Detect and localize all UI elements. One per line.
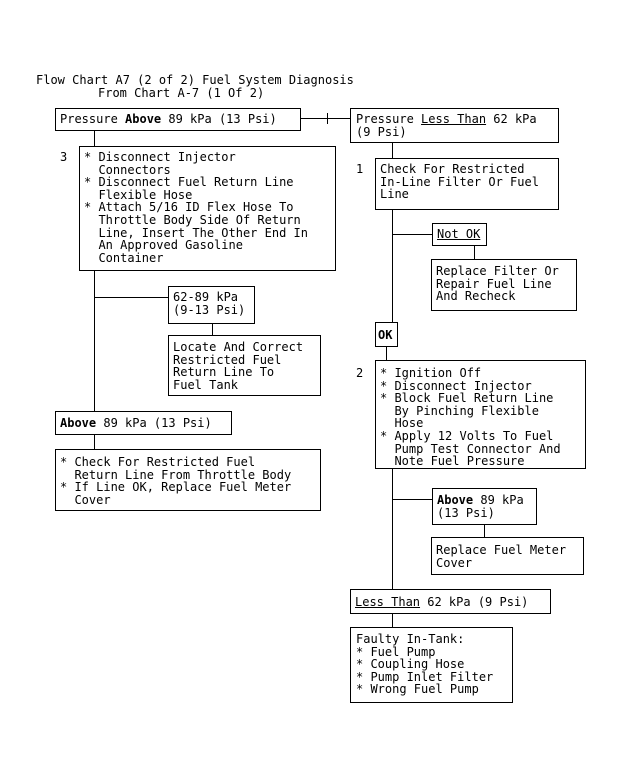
replace-filter-text: Replace Filter Or Repair Fuel Line And R… [436, 264, 559, 304]
ok-text: OK [378, 328, 393, 342]
pressure-above-suffix: 89 kPa (13 Psi) [161, 112, 277, 126]
step-3-box: * Disconnect Injector Connectors * Disco… [79, 146, 336, 271]
left-above-suffix: 89 kPa (13 Psi) [96, 416, 212, 430]
step-3-text: * Disconnect Injector Connectors * Disco… [84, 150, 308, 265]
pressure-less-prefix: Pressure [356, 112, 422, 126]
range-62-89-box: 62-89 kPa (9-13 Psi) [168, 286, 255, 324]
right-above-89-box: Above 89 kPa (13 Psi) [432, 488, 537, 525]
pressure-above-prefix: Pressure [60, 112, 126, 126]
replace-meter-text: Replace Fuel Meter Cover [436, 543, 567, 570]
check-return-line-text: * Check For Restricted Fuel Return Line … [60, 455, 292, 507]
step-1-number: 1 [356, 162, 364, 176]
pressure-above-box: Pressure Above 89 kPa (13 Psi) [55, 108, 301, 131]
locate-correct-text: Locate And Correct Restricted Fuel Retur… [173, 340, 304, 392]
replace-filter-box: Replace Filter Or Repair Fuel Line And R… [431, 259, 577, 311]
step-2-text: * Ignition Off * Disconnect Injector * B… [380, 366, 561, 469]
not-ok-text: Not OK [437, 227, 481, 241]
less-than-underline: Less Than [355, 595, 421, 609]
step-2-box: * Ignition Off * Disconnect Injector * B… [375, 360, 586, 469]
left-above-bold: Above [60, 416, 97, 430]
less-than-suffix: 62 kPa (9 Psi) [420, 595, 529, 609]
chart-subtitle: From Chart A-7 (1 Of 2) [98, 86, 265, 100]
range-62-89-text: 62-89 kPa (9-13 Psi) [173, 290, 246, 317]
step-3-number: 3 [60, 150, 68, 164]
locate-correct-box: Locate And Correct Restricted Fuel Retur… [168, 335, 321, 396]
replace-meter-box: Replace Fuel Meter Cover [431, 537, 584, 575]
right-above-suffix: 89 kPa (13 Psi) [437, 493, 524, 520]
faulty-in-tank-text: Faulty In-Tank: * Fuel Pump * Coupling H… [356, 632, 494, 697]
ok-box: OK [375, 322, 398, 347]
pressure-above-bold: Above [125, 112, 162, 126]
step-1-text: Check For Restricted In-Line Filter Or F… [380, 162, 539, 202]
right-above-bold: Above [437, 493, 474, 507]
chart-title: Flow Chart A7 (2 of 2) Fuel System Diagn… [36, 73, 354, 87]
pressure-less-suffix: 62 kPa (9 Psi) [356, 112, 537, 139]
faulty-in-tank-box: Faulty In-Tank: * Fuel Pump * Coupling H… [350, 627, 513, 703]
left-above-89-box: Above 89 kPa (13 Psi) [55, 411, 232, 435]
step-1-box: Check For Restricted In-Line Filter Or F… [375, 158, 559, 210]
not-ok-box: Not OK [432, 223, 487, 246]
pressure-less-box: Pressure Less Than 62 kPa (9 Psi) [350, 108, 559, 143]
pressure-less-underline: Less Than [421, 112, 487, 126]
check-return-line-box: * Check For Restricted Fuel Return Line … [55, 449, 321, 511]
less-than-62-box: Less Than 62 kPa (9 Psi) [350, 589, 551, 614]
step-2-number: 2 [356, 366, 364, 380]
